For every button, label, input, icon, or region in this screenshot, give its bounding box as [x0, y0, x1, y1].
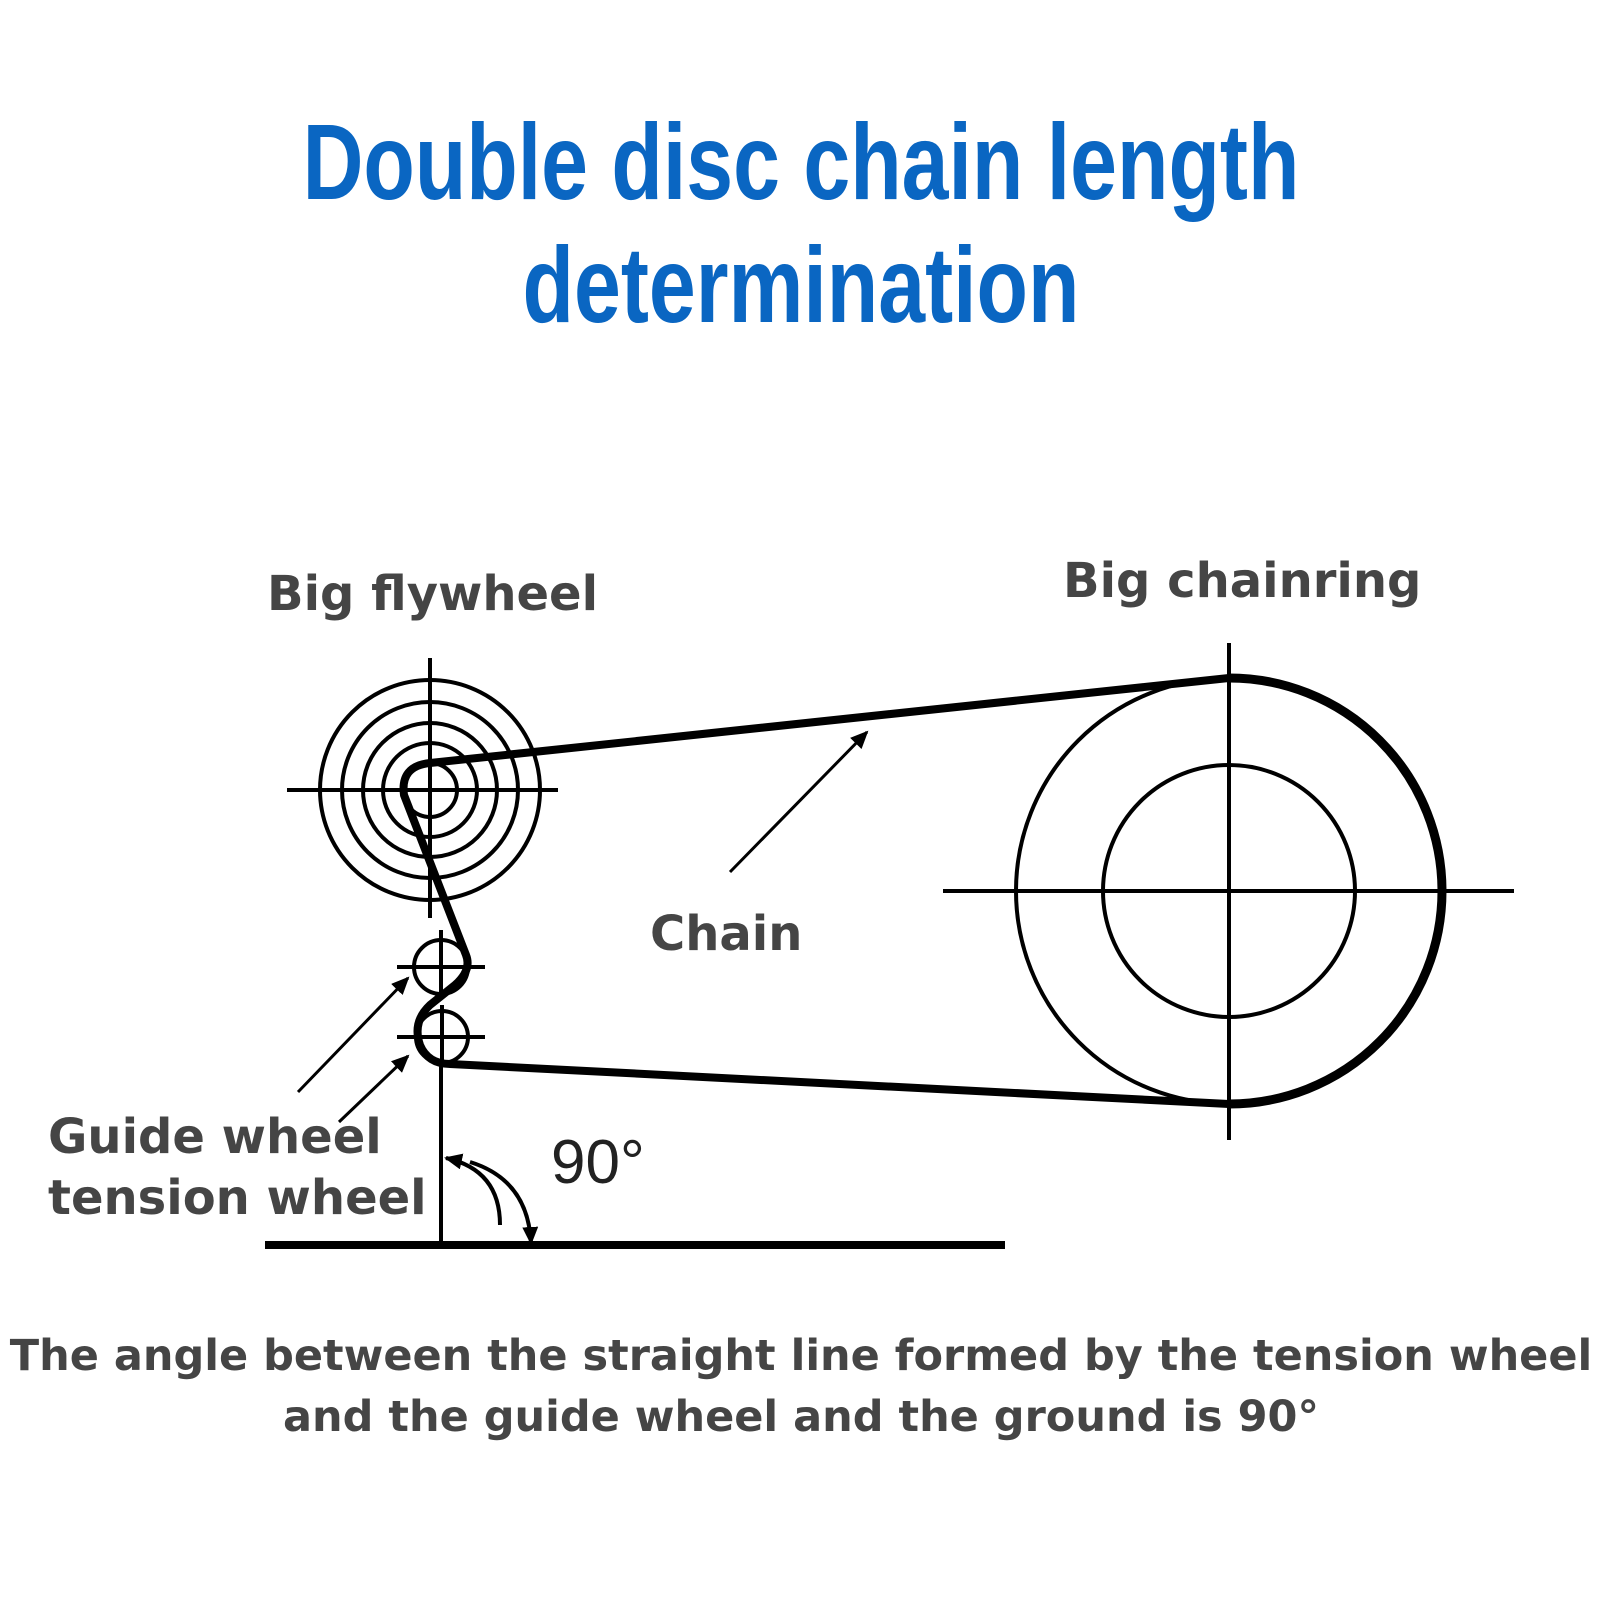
label-chain: Chain	[650, 906, 802, 962]
guide-wheel-arrow	[296, 976, 410, 1094]
chain-arrow	[728, 730, 869, 874]
label-tension-wheel: tension wheel	[48, 1170, 427, 1226]
tension-wheel-arrow	[337, 1054, 410, 1124]
guide-wheel	[397, 930, 485, 996]
caption-line-2: and the guide wheel and the ground is 90…	[283, 1392, 1319, 1442]
title-line-2: determination	[523, 224, 1080, 346]
big-chainring	[943, 643, 1514, 1140]
label-big-chainring: Big chainring	[1063, 553, 1421, 609]
label-big-flywheel: Big flywheel	[267, 566, 598, 622]
label-guide-wheel: Guide wheel	[48, 1109, 382, 1165]
tension-wheel	[397, 1005, 485, 1065]
big-flywheel	[287, 658, 558, 918]
label-angle: 90°	[551, 1128, 645, 1197]
caption-line-1: The angle between the straight line form…	[10, 1331, 1593, 1381]
title-line-1: Double disc chain length	[303, 101, 1300, 223]
chain	[399, 674, 1230, 1108]
angle-arc-arrow	[444, 1153, 502, 1226]
